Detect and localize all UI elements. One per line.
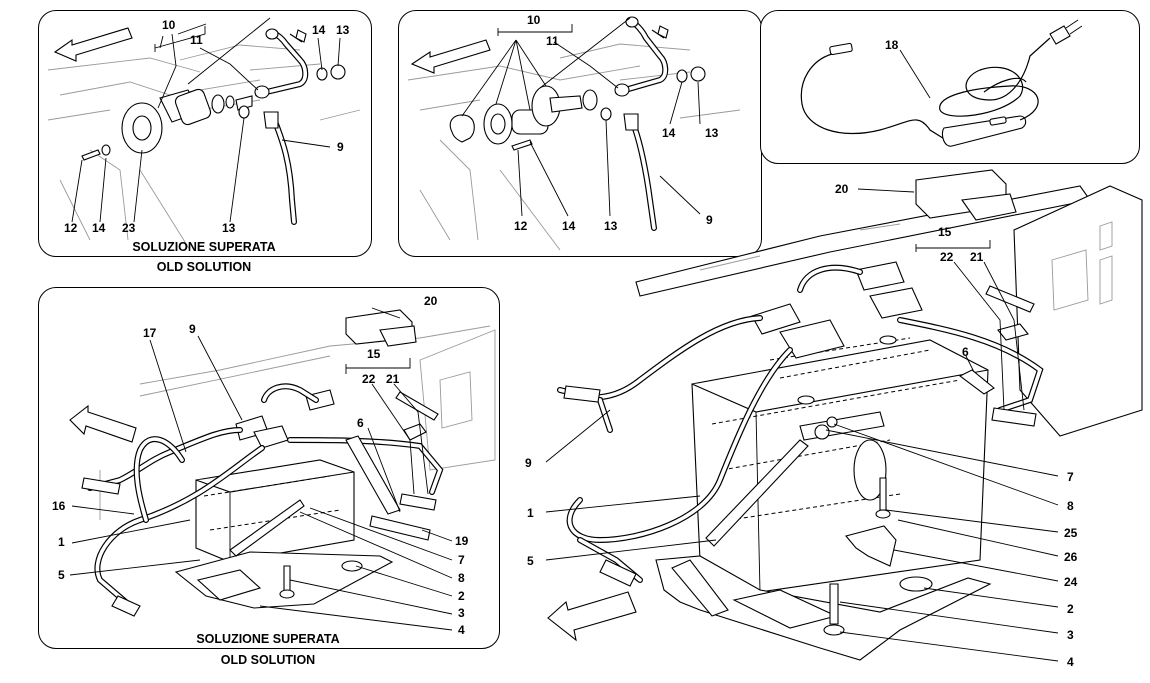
main-labels: 20 15 22 21 6 9 1 5 7 8 25 26 24 2 3 4	[525, 182, 1078, 669]
label-16: 16	[52, 499, 66, 513]
label-9: 9	[189, 322, 196, 336]
label-25: 25	[1064, 526, 1078, 540]
label-9: 9	[337, 140, 344, 154]
label-21: 21	[970, 250, 984, 264]
label-8: 8	[458, 571, 465, 585]
label-3: 3	[458, 606, 465, 620]
label-24: 24	[1064, 575, 1078, 589]
label-21: 21	[386, 372, 400, 386]
label-23: 23	[122, 221, 136, 235]
label-6: 6	[357, 416, 364, 430]
panel-battery-charger	[760, 10, 1140, 164]
label-14: 14	[662, 126, 676, 140]
label-19: 19	[455, 534, 469, 548]
label-22: 22	[362, 372, 376, 386]
panel1-drawing	[47, 17, 361, 251]
label-18: 18	[885, 38, 899, 52]
label-4: 4	[1067, 655, 1074, 669]
label-13b: 13	[222, 221, 236, 235]
label-6: 6	[962, 345, 969, 359]
label-5: 5	[58, 568, 65, 582]
label-4: 4	[458, 623, 465, 637]
label-13: 13	[336, 23, 350, 37]
label-12: 12	[64, 221, 78, 235]
caption-en-2: OLD SOLUTION	[221, 653, 315, 667]
label-20: 20	[424, 294, 438, 308]
caption-it-2: SOLUZIONE SUPERATA	[196, 632, 339, 646]
label-8: 8	[1067, 499, 1074, 513]
label-17: 17	[143, 326, 157, 340]
direction-arrow-2	[410, 39, 491, 74]
panel2-drawing	[407, 16, 741, 251]
label-10: 10	[162, 18, 176, 32]
panel2-labels: 10 11 14 13 9 12 14 13	[514, 13, 719, 233]
caption-it: SOLUZIONE SUPERATA	[132, 240, 275, 254]
label-9: 9	[706, 213, 713, 227]
label-1: 1	[58, 535, 65, 549]
label-7: 7	[458, 553, 465, 567]
label-5: 5	[527, 554, 534, 568]
label-2: 2	[458, 589, 465, 603]
direction-arrow	[53, 27, 133, 62]
label-13: 13	[705, 126, 719, 140]
label-11: 11	[546, 34, 559, 48]
label-12: 12	[514, 219, 528, 233]
direction-arrow-4	[547, 591, 637, 642]
label-9: 9	[525, 456, 532, 470]
label-1: 1	[527, 506, 534, 520]
panel3-drawing	[800, 19, 1083, 147]
label-11: 11	[190, 33, 203, 47]
label-15: 15	[938, 225, 952, 239]
caption-en: OLD SOLUTION	[157, 260, 251, 274]
label-2: 2	[1067, 602, 1074, 616]
label-10: 10	[527, 13, 541, 27]
label-14b: 14	[562, 219, 576, 233]
label-22: 22	[940, 250, 954, 264]
label-3: 3	[1067, 628, 1074, 642]
panel1-labels: 10 11 14 13 9 12 14 23 13 SOLUZIONE SUPE…	[64, 18, 350, 274]
label-20: 20	[835, 182, 849, 196]
label-15: 15	[367, 347, 381, 361]
label-7: 7	[1067, 470, 1074, 484]
panel4-labels: 20 17 9 15 22 21 6 16 1 5 19 7 8 2 3 4 S…	[52, 294, 469, 667]
label-13b: 13	[604, 219, 618, 233]
label-14b: 14	[92, 221, 106, 235]
label-26: 26	[1064, 550, 1078, 564]
label-14: 14	[312, 23, 326, 37]
main-drawing	[545, 169, 1143, 662]
panel4-drawing	[69, 307, 496, 631]
direction-arrow-3	[69, 404, 137, 443]
